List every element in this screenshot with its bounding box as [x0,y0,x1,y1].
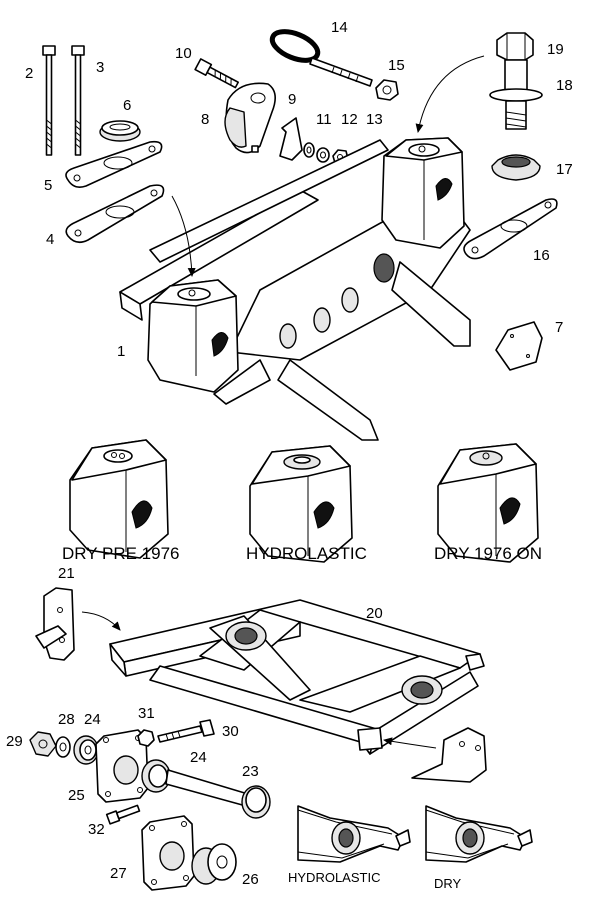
mounting-plate-16 [463,198,558,260]
callout-29: 29 [6,733,23,750]
bolt-30 [157,719,215,743]
callout-30: 30 [222,723,239,740]
mounting-plate-4 [65,184,165,244]
callout-32: 32 [88,821,105,838]
callout-6: 6 [123,97,131,114]
callout-25: 25 [68,787,85,804]
long-bolt-3 [71,45,85,156]
callout-3: 3 [96,59,104,76]
callout-19: 19 [547,41,564,58]
callout-12: 12 [341,111,358,128]
bracket-right [411,727,487,783]
caption-detail-dry: DRY [434,876,462,891]
callout-27: 27 [110,865,127,882]
callout-13: 13 [366,111,383,128]
bolt-10 [194,58,239,89]
washer-12 [316,147,330,163]
long-bolt-2 [42,45,56,156]
caption-dry-pre-1976: DRY PRE 1976 [62,544,180,563]
bush-26 [191,843,237,885]
callout-23: 23 [242,763,259,780]
callout-10: 10 [175,45,192,62]
callout-20: 20 [366,605,383,622]
detail-hydrolastic [297,805,411,863]
caption-detail-hydrolastic: HYDROLASTIC [288,870,380,885]
rubber-mount-17 [491,154,541,181]
callout-16: 16 [533,247,550,264]
callout-28: 28 [58,711,75,728]
callout-21: 21 [58,565,75,582]
callout-14: 14 [331,19,348,36]
front-subframe-1 [119,137,471,441]
bolt-32 [105,804,141,825]
mount-dry-1976-on [437,443,539,563]
rubber-grommet-6 [99,120,141,142]
caption-dry-1976-on: DRY 1976 ON [434,544,542,563]
caption-hydrolastic: HYDROLASTIC [246,544,367,563]
bush-24a [73,735,99,765]
bush-24b [141,759,171,793]
callout-17: 17 [556,161,573,178]
callout-24-lower: 24 [190,749,207,766]
callout-24-upper: 24 [84,711,101,728]
detail-dry [425,805,533,863]
callout-9: 9 [288,91,296,108]
bolt-19 [496,32,534,61]
mounting-plate-5 [65,140,163,188]
callout-15: 15 [388,57,405,74]
rear-subframe-20 [109,599,485,755]
callout-1: 1 [117,343,125,360]
cover-plate-7 [495,321,543,371]
bracket-21 [35,587,75,661]
callout-5: 5 [44,177,52,194]
eye-bolt-14 [269,29,373,87]
callout-31: 31 [138,705,155,722]
washer-11 [303,142,315,158]
callout-2: 2 [25,65,33,82]
washer-28 [55,736,71,758]
bracket-8 [224,82,276,154]
spacer-18 [489,59,543,130]
callout-4: 4 [46,231,54,248]
nut-29 [29,731,57,757]
nut-15 [375,79,399,101]
pivot-shaft-23 [165,769,271,819]
nut-31 [137,729,155,747]
mounting-plate-25 [95,729,149,803]
mount-dry-pre-1976 [69,439,169,559]
mounting-plate-27 [141,815,195,891]
callout-26: 26 [242,871,259,888]
mount-hydrolastic [249,445,353,563]
callout-7: 7 [555,319,563,336]
callout-18: 18 [556,77,573,94]
callout-8: 8 [201,111,209,128]
callout-11: 11 [316,111,332,128]
retaining-clip-9 [279,117,303,161]
